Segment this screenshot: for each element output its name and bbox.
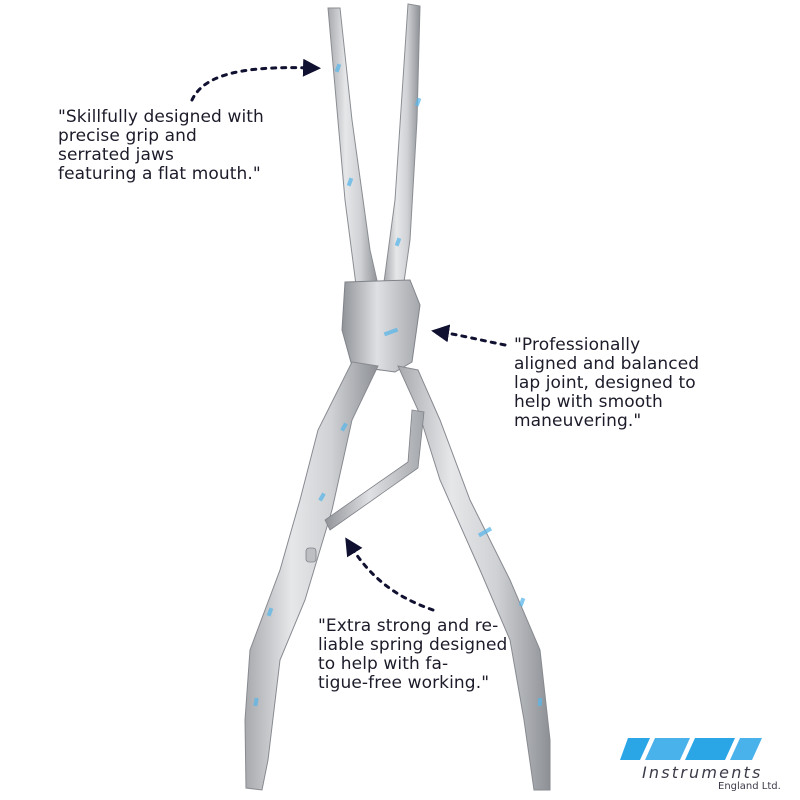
callout-joint-line: maneuvering." <box>514 411 642 431</box>
spring-rivet <box>305 547 317 563</box>
callout-joint-line: lap joint, designed to <box>514 373 696 393</box>
callout-jaws-line: precise grip and <box>58 126 197 146</box>
callout-joint-line: aligned and balanced <box>514 354 700 374</box>
callout-spring: "Extra strong and re- liable spring desi… <box>318 617 507 693</box>
right-jaw <box>383 3 421 283</box>
arrow-spring <box>345 537 435 612</box>
brand-subtitle: England Ltd. <box>718 781 781 792</box>
callout-spring-line: "Extra strong and re- <box>318 616 499 636</box>
callout-spring-line: tigue-free working." <box>318 673 490 693</box>
left-jaw <box>327 7 379 286</box>
callout-jaws-line: featuring a flat mouth." <box>58 164 261 184</box>
callout-jaws-line: "Skillfully designed with <box>58 107 264 127</box>
brand-logo-mark <box>620 738 762 760</box>
arrow-joint <box>431 324 507 347</box>
callout-spring-line: liable spring designed <box>318 635 508 655</box>
callout-joint: "Professionally aligned and balanced lap… <box>514 336 699 431</box>
callout-spring-line: to help with fa- <box>318 654 449 674</box>
arrow-jaws <box>190 58 321 102</box>
callout-jaws: "Skillfully designed with precise grip a… <box>58 108 264 184</box>
spring <box>324 409 425 531</box>
lap-joint <box>341 279 421 373</box>
callout-jaws-line: serrated jaws <box>58 145 174 165</box>
callout-joint-line: help with smooth <box>514 392 663 412</box>
callout-joint-line: "Professionally <box>514 335 641 355</box>
left-handle <box>244 361 379 791</box>
etch-marks <box>253 63 543 707</box>
brand-wordmark: Instruments <box>642 763 763 782</box>
right-handle <box>397 365 551 791</box>
